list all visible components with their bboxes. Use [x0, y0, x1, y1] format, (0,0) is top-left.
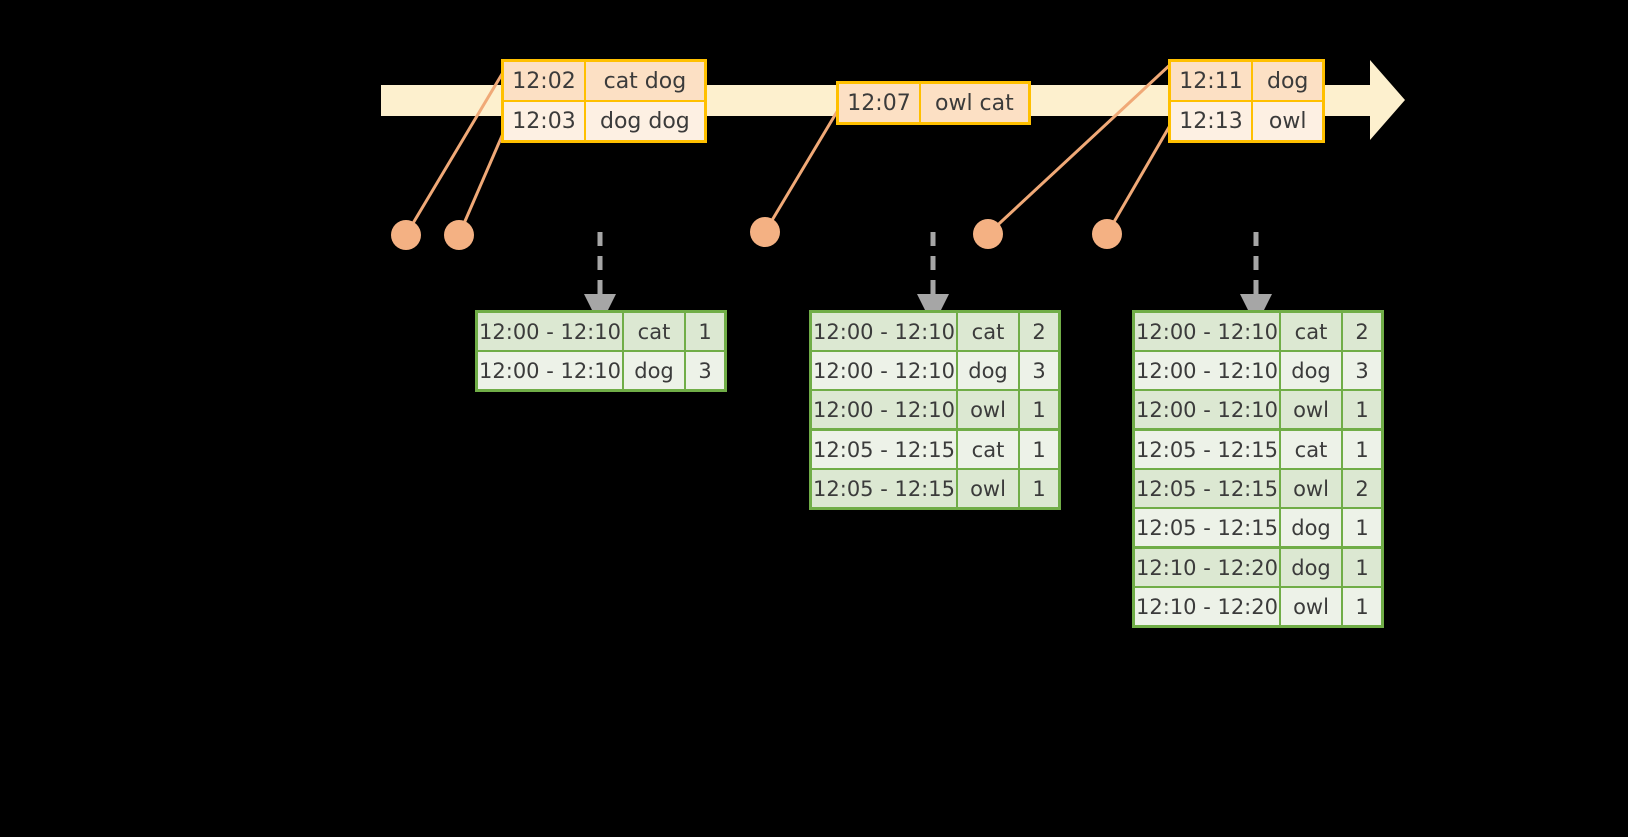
- cell-word: dog: [958, 352, 1020, 389]
- cell-word: cat: [624, 313, 686, 350]
- cell-count: 1: [1355, 594, 1369, 619]
- event-words: owl cat: [935, 90, 1014, 116]
- cell-word: cat: [958, 431, 1020, 468]
- event-box-1[interactable]: 12:02 cat dog 12:03 dog dog: [501, 59, 707, 143]
- cell-window: 12:05 - 12:15: [1135, 470, 1281, 507]
- cell-word: dog: [1281, 509, 1343, 546]
- event-row: 12:03 dog dog: [504, 100, 704, 140]
- event-time: 12:03: [504, 102, 586, 140]
- event-words: dog: [1267, 68, 1309, 94]
- connector-line-5: [1105, 121, 1174, 235]
- event-row: 12:13 owl: [1171, 100, 1323, 140]
- cell-word: owl: [1281, 470, 1343, 507]
- event-box-3[interactable]: 12:11 dog 12:13 owl: [1168, 59, 1326, 143]
- dashed-arrows: [584, 232, 1273, 326]
- connector-dot-1: [391, 220, 421, 250]
- cell-count: 1: [1355, 437, 1369, 462]
- event-words: dog dog: [600, 108, 690, 134]
- cell-window: 12:00 - 12:10: [1135, 352, 1281, 389]
- cell-window: 12:00 - 12:10: [1135, 391, 1281, 428]
- connector-dot-5: [1092, 219, 1122, 249]
- cell-word: cat: [958, 313, 1020, 350]
- cell-word: cat: [1281, 431, 1343, 468]
- cell-word: owl: [1281, 588, 1343, 625]
- cell-window: 12:00 - 12:10: [812, 352, 958, 389]
- cell-count: 1: [1032, 437, 1046, 462]
- event-time: 12:02: [504, 62, 586, 100]
- connector-dots: [391, 217, 1122, 250]
- event-time: 12:11: [1171, 62, 1253, 100]
- cell-word: owl: [958, 391, 1020, 428]
- event-row: 12:02 cat dog: [504, 62, 704, 100]
- cell-count: 1: [1032, 476, 1046, 501]
- connector-dot-3: [750, 217, 780, 247]
- cell-window: 12:00 - 12:10: [478, 313, 624, 350]
- cell-word: owl: [958, 470, 1020, 507]
- cell-word: owl: [1281, 391, 1343, 428]
- cell-count: 2: [1355, 319, 1369, 344]
- event-words: owl: [1268, 108, 1307, 134]
- cell-count: 1: [1355, 555, 1369, 580]
- event-row: 12:11 dog: [1171, 62, 1323, 100]
- event-words: cat dog: [603, 68, 687, 94]
- connector-dot-2: [444, 220, 474, 250]
- event-time: 12:13: [1171, 102, 1253, 140]
- cell-window: 12:00 - 12:10: [478, 352, 624, 389]
- connector-line-1: [404, 63, 510, 236]
- event-time: 12:07: [839, 84, 921, 122]
- connector-line-3: [763, 104, 843, 233]
- event-row: 12:07 owl cat: [839, 84, 1028, 122]
- cell-count: 1: [1355, 397, 1369, 422]
- cell-count: 1: [698, 319, 712, 344]
- cell-word: dog: [1281, 549, 1343, 586]
- event-box-2[interactable]: 12:07 owl cat: [836, 81, 1031, 125]
- cell-count: 1: [1355, 515, 1369, 540]
- cell-count: 3: [1355, 358, 1369, 383]
- cell-window: 12:10 - 12:20: [1135, 549, 1281, 586]
- connector-dot-4: [973, 219, 1003, 249]
- cell-window: 12:05 - 12:15: [1135, 509, 1281, 546]
- cell-window: 12:05 - 12:15: [812, 470, 958, 507]
- cell-count: 1: [1032, 397, 1046, 422]
- cell-window: 12:05 - 12:15: [812, 431, 958, 468]
- cell-word: dog: [624, 352, 686, 389]
- cell-count: 2: [1032, 319, 1046, 344]
- cell-count: 3: [698, 358, 712, 383]
- cell-window: 12:10 - 12:20: [1135, 588, 1281, 625]
- cell-window: 12:00 - 12:10: [812, 313, 958, 350]
- cell-window: 12:00 - 12:10: [1135, 313, 1281, 350]
- cell-count: 2: [1355, 476, 1369, 501]
- cell-window: 12:05 - 12:15: [1135, 431, 1281, 468]
- cell-count: 3: [1032, 358, 1046, 383]
- cell-window: 12:00 - 12:10: [812, 391, 958, 428]
- cell-word: cat: [1281, 313, 1343, 350]
- cell-word: dog: [1281, 352, 1343, 389]
